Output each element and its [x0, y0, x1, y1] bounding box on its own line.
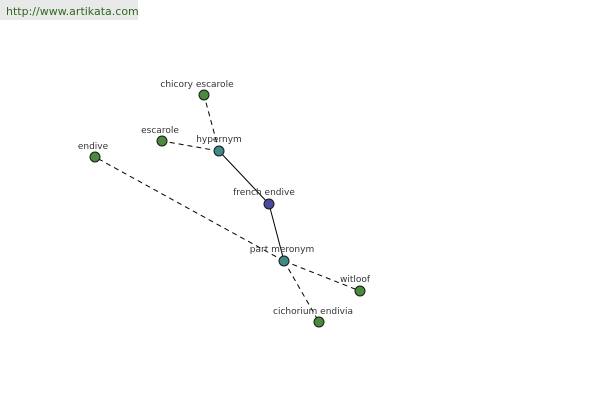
node-label-witloof: witloof: [340, 275, 371, 285]
node-label-hypernym: hypernym: [196, 135, 242, 145]
node-label-part-meronym: part meronym: [250, 245, 314, 255]
node-witloof[interactable]: [354, 285, 366, 297]
node-escarole[interactable]: [156, 135, 168, 147]
edge-part-meronym-to-cichorium-endivia: [283, 260, 320, 323]
node-hypernym[interactable]: [213, 145, 225, 157]
labels-layer: french endive hypernym part meronym chicory…: [78, 80, 371, 317]
nodes-layer: [89, 89, 366, 328]
url-banner: http://www.artikata.com: [0, 0, 139, 20]
edge-hypernym-to-escarole: [161, 140, 220, 152]
node-label-endive: endive: [78, 142, 109, 152]
edges-layer: [94, 94, 361, 323]
node-endive[interactable]: [89, 151, 101, 163]
edge-french-endive-to-part-meronym: [268, 203, 285, 262]
node-label-escarole: escarole: [141, 126, 179, 136]
edge-hypernym-to-chicory-escarole: [203, 94, 220, 152]
node-french-endive[interactable]: [263, 198, 275, 210]
site-url-link[interactable]: http://www.artikata.com: [6, 5, 139, 18]
node-chicory-escarole[interactable]: [198, 89, 210, 101]
node-part-meronym[interactable]: [278, 255, 290, 267]
node-label-cichorium-endivia: cichorium endivia: [273, 307, 353, 317]
edge-part-meronym-to-witloof: [283, 260, 361, 292]
node-label-chicory-escarole: chicory escarole: [160, 80, 234, 90]
edge-french-endive-to-hypernym: [218, 150, 270, 205]
node-label-french-endive: french endive: [233, 188, 295, 198]
node-cichorium-endivia[interactable]: [313, 316, 325, 328]
